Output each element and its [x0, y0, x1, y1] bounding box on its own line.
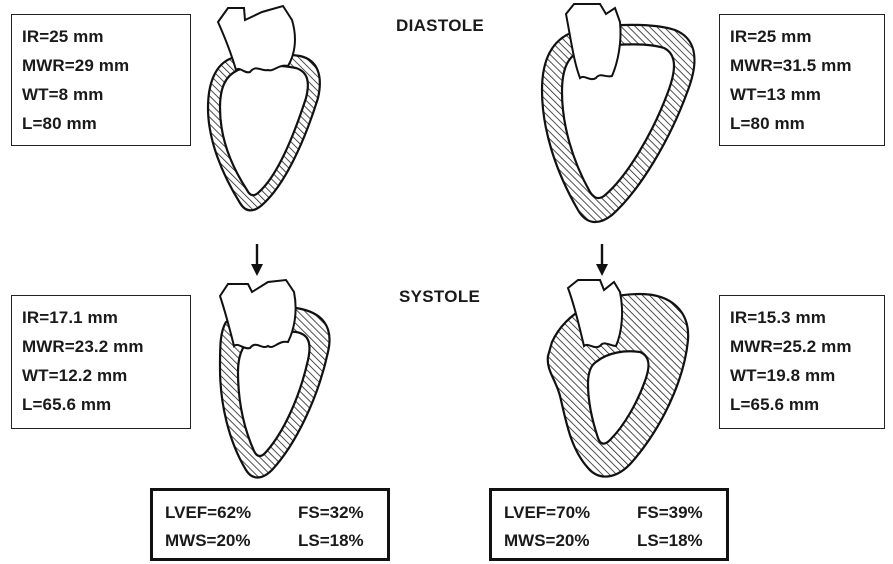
results-left: LVEF=62% FS=32% MWS=20% LS=18%: [150, 488, 390, 561]
param-l: L=65.6 mm: [22, 395, 111, 415]
result-lvef: LVEF=62%: [165, 503, 251, 523]
arrow-down-left: [251, 244, 263, 276]
param-wt: WT=13 mm: [730, 85, 821, 105]
ventricle-diastole-left: [208, 6, 320, 210]
result-fs: FS=39%: [637, 503, 703, 523]
result-fs: FS=32%: [298, 503, 364, 523]
systole-left-params: IR=17.1 mm MWR=23.2 mm WT=12.2 mm L=65.6…: [11, 295, 191, 429]
result-lvef: LVEF=70%: [504, 503, 590, 523]
param-ir: IR=25 mm: [22, 27, 104, 47]
param-wt: WT=8 mm: [22, 85, 103, 105]
result-mws: MWS=20%: [165, 531, 251, 551]
result-mws: MWS=20%: [504, 531, 590, 551]
param-l: L=80 mm: [22, 114, 97, 134]
ventricle-diastole-right: [542, 4, 694, 222]
param-ir: IR=25 mm: [730, 27, 812, 47]
diastole-left-params: IR=25 mm MWR=29 mm WT=8 mm L=80 mm: [11, 14, 191, 146]
diastole-right-params: IR=25 mm MWR=31.5 mm WT=13 mm L=80 mm: [719, 14, 885, 146]
systole-right-params: IR=15.3 mm MWR=25.2 mm WT=19.8 mm L=65.6…: [719, 295, 885, 429]
param-mwr: MWR=29 mm: [22, 56, 129, 76]
diastole-label: DIASTOLE: [396, 16, 484, 36]
param-wt: WT=19.8 mm: [730, 366, 835, 386]
results-right: LVEF=70% FS=39% MWS=20% LS=18%: [489, 488, 729, 561]
result-ls: LS=18%: [298, 531, 364, 551]
ventricle-systole-right: [548, 280, 688, 477]
param-mwr: MWR=31.5 mm: [730, 56, 852, 76]
param-ir: IR=17.1 mm: [22, 308, 118, 328]
param-ir: IR=15.3 mm: [730, 308, 826, 328]
param-l: L=65.6 mm: [730, 395, 819, 415]
param-wt: WT=12.2 mm: [22, 366, 127, 386]
arrow-down-right: [596, 244, 608, 276]
param-mwr: MWR=23.2 mm: [22, 337, 144, 357]
systole-label: SYSTOLE: [399, 287, 480, 307]
result-ls: LS=18%: [637, 531, 703, 551]
param-l: L=80 mm: [730, 114, 805, 134]
ventricle-systole-left: [220, 280, 330, 478]
param-mwr: MWR=25.2 mm: [730, 337, 852, 357]
